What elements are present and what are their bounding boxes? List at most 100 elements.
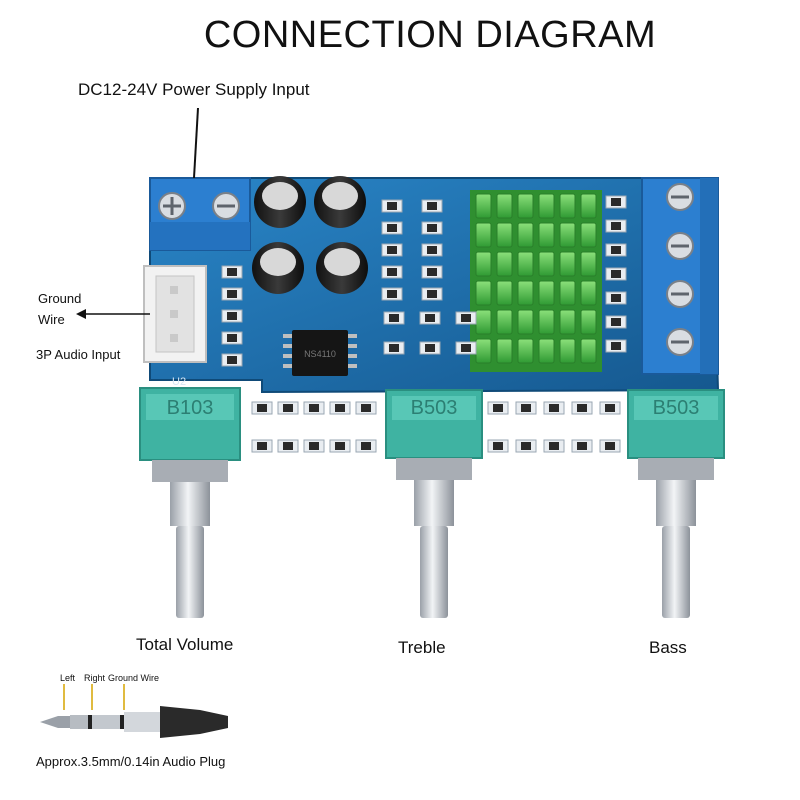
smd-body — [361, 442, 371, 450]
heatsink-fin — [559, 309, 576, 335]
smd-body — [611, 294, 621, 302]
heatsink-fin — [475, 251, 492, 277]
heatsink-fin — [580, 280, 597, 306]
smd-components — [221, 195, 627, 453]
smd-body — [427, 290, 437, 298]
heatsink-fin — [475, 280, 492, 306]
smd-body — [461, 344, 471, 352]
heatsink-fin — [496, 309, 513, 335]
bass-pot-code: B503 — [653, 397, 700, 419]
smd-body — [335, 404, 345, 412]
heatsink-fin — [538, 338, 555, 364]
smd-body — [611, 222, 621, 230]
heatsink-fin — [580, 222, 597, 248]
plug-ground-label: Ground Wire — [108, 673, 160, 683]
plug-caption: Approx.3.5mm/0.14in Audio Plug — [36, 754, 226, 769]
smd-body — [611, 198, 621, 206]
plug-left-label: Left — [60, 673, 76, 683]
smd-body — [427, 224, 437, 232]
power-terminal-block — [149, 177, 251, 251]
amplifier-ic: NS4110 — [283, 330, 357, 376]
smd-body — [549, 442, 559, 450]
heatsink-fin — [559, 193, 576, 219]
power-input-label: DC12-24V Power Supply Input — [78, 80, 310, 99]
smd-body — [605, 442, 615, 450]
smd-body — [227, 290, 237, 298]
audio-plug-illustration — [40, 684, 228, 738]
smd-body — [387, 224, 397, 232]
heatsink-fin — [475, 193, 492, 219]
diagram-title: CONNECTION DIAGRAM — [203, 14, 657, 56]
smd-body — [309, 442, 319, 450]
ground-label-line1: Ground — [38, 291, 82, 306]
heatsink-fin — [517, 280, 534, 306]
heatsink-fin — [517, 338, 534, 364]
potentiometer-bass: B503 — [627, 389, 725, 618]
smd-body — [387, 246, 397, 254]
heatsink-fin — [475, 222, 492, 248]
smd-body — [389, 314, 399, 322]
smd-body — [427, 268, 437, 276]
heatsink-fin — [496, 280, 513, 306]
heatsink-fin — [559, 222, 576, 248]
potentiometer-volume: B103 — [139, 387, 241, 618]
smd-body — [389, 344, 399, 352]
smd-body — [611, 270, 621, 278]
smd-body — [427, 202, 437, 210]
audio-input-connector — [143, 265, 207, 363]
heatsink-fin — [517, 222, 534, 248]
smd-body — [521, 404, 531, 412]
smd-body — [493, 404, 503, 412]
smd-body — [425, 344, 435, 352]
heatsink-fin — [559, 338, 576, 364]
treble-pot-code: B503 — [411, 397, 458, 419]
smd-body — [335, 442, 345, 450]
power-pointer-line — [193, 107, 199, 179]
smd-body — [577, 404, 587, 412]
heatsink-fin — [475, 338, 492, 364]
ground-label-line2: Wire — [38, 312, 65, 327]
smd-body — [611, 318, 621, 326]
heatsink-fin — [475, 309, 492, 335]
smd-body — [227, 334, 237, 342]
smd-body — [427, 246, 437, 254]
heatsink-fin — [517, 193, 534, 219]
heatsink-fin — [496, 251, 513, 277]
smd-body — [257, 404, 267, 412]
smd-body — [425, 314, 435, 322]
heatsink-fin — [517, 309, 534, 335]
heatsink-fin — [538, 222, 555, 248]
heatsink-base — [470, 190, 602, 372]
heatsink-fin — [538, 280, 555, 306]
heatsink-fin — [580, 338, 597, 364]
smd-body — [387, 290, 397, 298]
smd-body — [605, 404, 615, 412]
volume-pot-code: B103 — [167, 397, 214, 419]
plug-right-label: Right — [84, 673, 106, 683]
smd-body — [611, 246, 621, 254]
speaker-terminal-block — [641, 177, 719, 375]
heatsink-fin — [538, 309, 555, 335]
smd-body — [387, 268, 397, 276]
heatsink-fin — [496, 222, 513, 248]
smd-body — [361, 404, 371, 412]
electrolytic-capacitors — [252, 176, 368, 294]
ground-pointer-arrowhead — [76, 309, 86, 319]
treble-label: Treble — [398, 638, 446, 657]
smd-body — [461, 314, 471, 322]
heatsink-fin — [580, 193, 597, 219]
heatsink-fin — [559, 280, 576, 306]
smd-body — [611, 342, 621, 350]
heatsink-fin — [580, 251, 597, 277]
smd-body — [227, 268, 237, 276]
smd-body — [309, 404, 319, 412]
u2-label: U2 — [172, 376, 186, 388]
heatsink-fin — [559, 251, 576, 277]
heatsink-fin — [538, 251, 555, 277]
smd-body — [521, 442, 531, 450]
heatsink-fin — [496, 338, 513, 364]
volume-label: Total Volume — [136, 635, 234, 654]
smd-body — [387, 202, 397, 210]
heatsink-fin — [538, 193, 555, 219]
